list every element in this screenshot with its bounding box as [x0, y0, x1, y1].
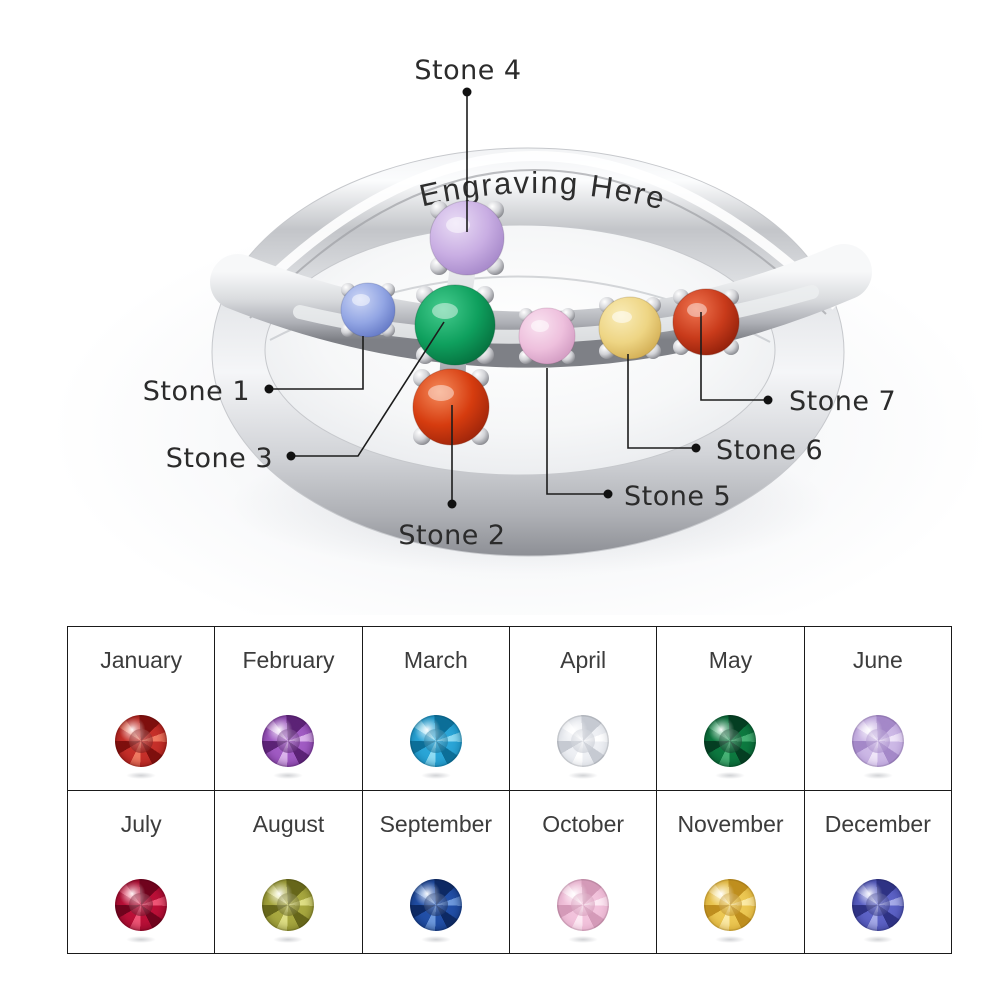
gem-reflection [269, 771, 308, 780]
birthstone-gem [557, 715, 610, 767]
birthstone-table: January February March April May Ju [67, 626, 952, 954]
birthstone-gem [704, 878, 757, 931]
stone-3-label: Stone 3 [166, 443, 273, 474]
month-cell: February [215, 627, 363, 791]
gem-reflection [564, 934, 603, 944]
birthstone-gem [409, 878, 462, 931]
stone-6-gem [598, 296, 662, 360]
gem-reflection [711, 771, 750, 780]
stone-5-assembly [518, 307, 576, 365]
month-label: September [379, 810, 493, 837]
month-cell: June [804, 627, 952, 791]
month-cell: September [362, 790, 510, 954]
month-label: November [677, 810, 784, 837]
annotation-dot-stone-7 [763, 395, 773, 405]
stone-1-gem [340, 282, 396, 338]
month-label: February [242, 647, 335, 673]
band-top-rim-highlight [234, 151, 840, 314]
annotation-dot-stone-3 [286, 451, 296, 461]
birthstone-gem [557, 878, 610, 931]
annotation-line-stone-3 [291, 321, 445, 457]
gem-reflection [858, 771, 897, 780]
annotation-line-stone-5 [546, 368, 608, 495]
stone-6-label: Stone 6 [716, 435, 823, 466]
birthstone-gem [409, 715, 462, 767]
stone-1-assembly [340, 282, 396, 338]
month-cell: January [68, 627, 216, 791]
annotation-line-stone-6 [627, 354, 696, 449]
month-label: May [708, 647, 753, 673]
month-label: June [852, 647, 903, 673]
gem-reflection [711, 934, 750, 944]
annotation-dot-stone-2 [447, 499, 457, 509]
month-cell: August [215, 790, 363, 954]
month-label: August [252, 810, 325, 837]
stone-2-assembly [412, 368, 490, 446]
gem-reflection [269, 934, 308, 944]
gem-reflection [122, 934, 161, 944]
birthstone-gem [851, 715, 904, 767]
birthstone-gem [115, 715, 168, 767]
month-cell: November [657, 790, 805, 954]
gem-reflection [416, 771, 455, 780]
month-label: July [120, 810, 162, 837]
ring-band [211, 147, 845, 557]
birthstone-gem [262, 715, 315, 767]
month-label: January [100, 647, 183, 673]
annotation-dot-stone-1 [264, 384, 274, 394]
stone-7-label: Stone 7 [789, 386, 896, 417]
stone-7-assembly [672, 288, 740, 356]
month-cell: July [68, 790, 216, 954]
band-top-rim-edge [249, 169, 827, 319]
gem-reflection [122, 771, 161, 780]
month-label: April [560, 647, 607, 673]
annotation-line-stone-7 [700, 312, 768, 401]
month-label: December [824, 810, 931, 837]
stone-5-gem [518, 307, 576, 365]
month-cell: March [362, 627, 510, 791]
annotation-dot-stone-6 [691, 443, 701, 453]
stone-2-gem [412, 368, 490, 446]
month-cell: May [657, 627, 805, 791]
annotation-line-stone-1 [269, 336, 364, 390]
stone-6-assembly [598, 296, 662, 360]
stone-5-label: Stone 5 [624, 481, 731, 512]
stone-1-label: Stone 1 [143, 376, 250, 407]
month-cell: December [804, 790, 952, 954]
stone-4-label: Stone 4 [414, 55, 521, 86]
stone-7-gem [672, 288, 740, 356]
birthstone-gem [704, 715, 757, 767]
month-cell: April [509, 627, 658, 791]
gem-reflection [858, 934, 897, 944]
month-label: March [403, 647, 468, 673]
ring-photo-svg: Engraving Here [50, 55, 990, 615]
month-label: October [542, 810, 625, 837]
birthstone-gem [851, 878, 904, 931]
stone-3-gem [414, 284, 496, 366]
birthstone-gem [115, 878, 168, 931]
annotation-dot-stone-4 [462, 87, 472, 97]
stone-3-assembly [414, 284, 496, 366]
stone-2-label: Stone 2 [398, 520, 505, 551]
birthstone-gem [262, 878, 315, 931]
month-cell: October [509, 790, 658, 954]
gem-reflection [564, 771, 603, 780]
annotation-dot-stone-5 [603, 489, 613, 499]
gem-reflection [416, 934, 455, 944]
